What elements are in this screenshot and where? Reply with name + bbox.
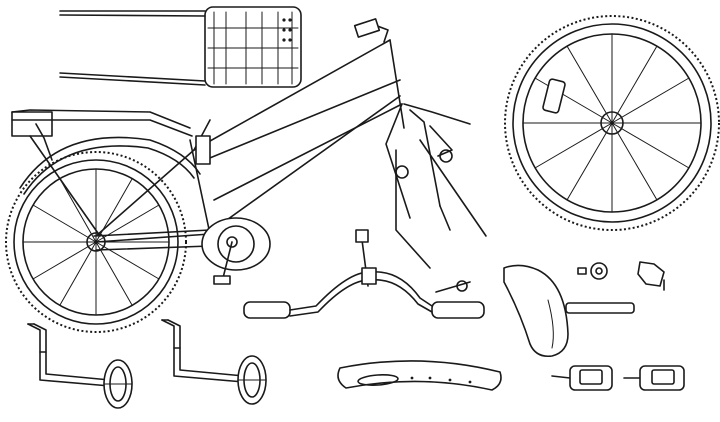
training-wheel-left (27, 323, 133, 409)
front-wheel (504, 15, 720, 231)
rear-rack (59, 6, 302, 88)
bell (637, 261, 665, 291)
saddle-and-seatpost (503, 264, 635, 358)
front-fender (337, 360, 502, 391)
handlebar (243, 229, 485, 319)
assembled-bicycle (5, 18, 487, 333)
valve-cap (577, 262, 608, 280)
pedal-right (623, 365, 685, 391)
pedal-left (551, 365, 613, 391)
training-wheel-right (161, 319, 267, 405)
